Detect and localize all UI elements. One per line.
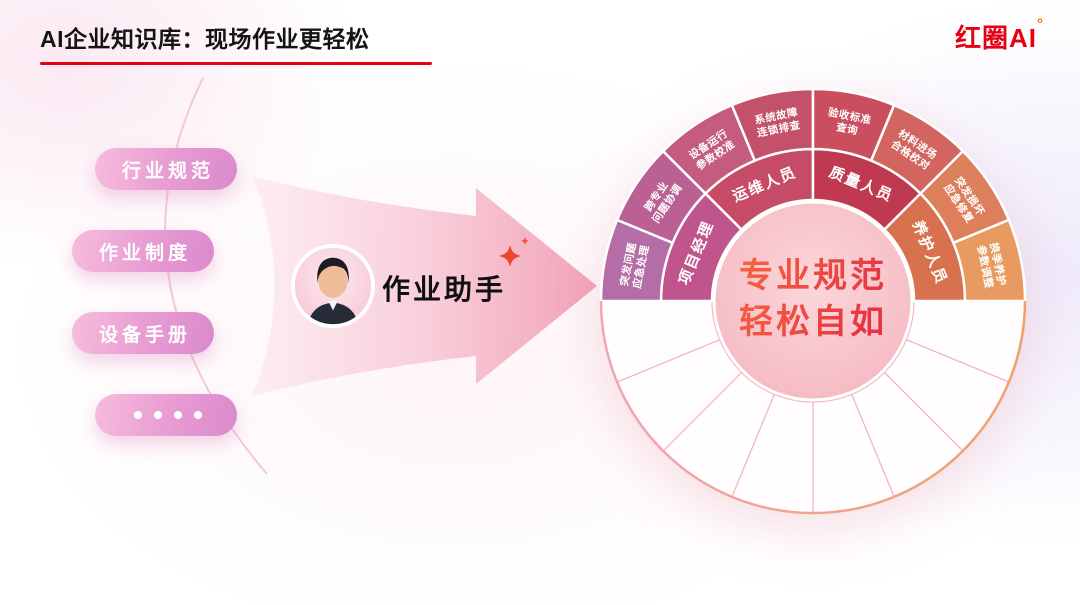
- title-underline: [40, 62, 432, 65]
- pill-dot: [134, 411, 142, 419]
- wheel-center-circle: [712, 200, 914, 402]
- arrow-shape: [252, 176, 597, 396]
- sparkle-icon: [499, 237, 529, 267]
- knowledge-pill-4: [95, 394, 237, 436]
- roles-wheel: 突发问题应急处理跨专业问题协调项目经理设备运行参数校准系统故障连锁排查运维人员验…: [597, 85, 1029, 517]
- knowledge-pill-3: 设备手册: [72, 312, 214, 354]
- page-title: AI企业知识库：现场作业更轻松: [40, 26, 370, 52]
- knowledge-pill-1: 行业规范: [95, 148, 237, 190]
- task-label-5-line2: 查询: [834, 120, 859, 137]
- pill-dot: [194, 411, 202, 419]
- wheel-bottom-arc: [599, 300, 1027, 515]
- knowledge-pill-list: 行业规范作业制度设备手册: [0, 0, 320, 605]
- wheel-center-line2: 轻松自如: [739, 303, 887, 341]
- page-title-block: AI企业知识库：现场作业更轻松: [40, 20, 432, 65]
- brand-logo: 红圈AI°: [954, 16, 1044, 55]
- wheel-center-line1: 专业规范: [739, 257, 887, 295]
- knowledge-pill-2: 作业制度: [72, 230, 214, 272]
- brand-logo-text: 红圈AI: [954, 23, 1037, 53]
- pill-dot: [154, 411, 162, 419]
- assistant-label: 作业助手: [382, 274, 507, 305]
- brand-logo-mark: °: [1037, 16, 1044, 33]
- wheel-sectors: 突发问题应急处理跨专业问题协调项目经理设备运行参数校准系统故障连锁排查运维人员验…: [599, 87, 1027, 514]
- assistant-avatar: [289, 242, 377, 330]
- task-sector-8: [951, 218, 1027, 303]
- pill-dot: [174, 411, 182, 419]
- person-avatar-icon: [290, 243, 376, 329]
